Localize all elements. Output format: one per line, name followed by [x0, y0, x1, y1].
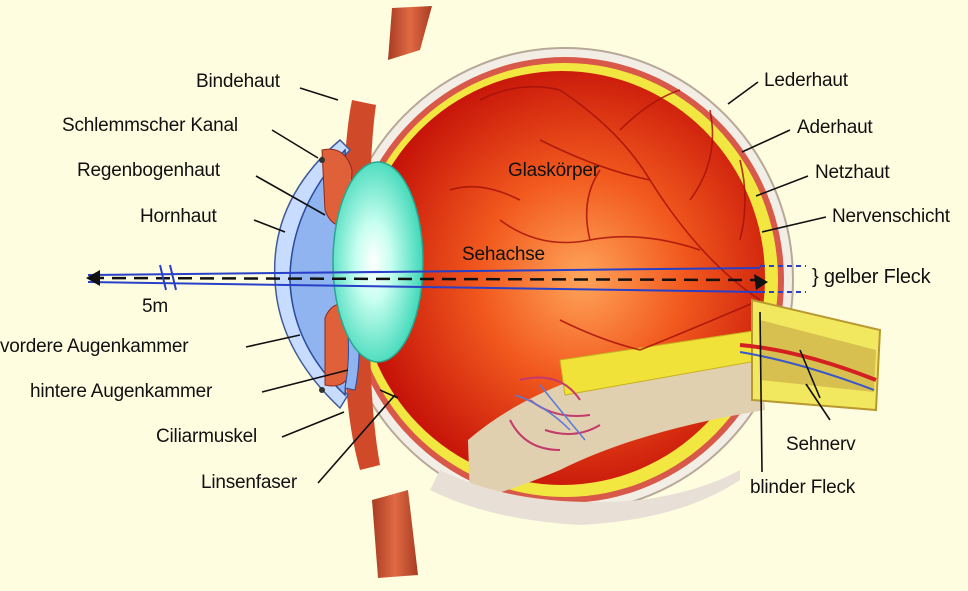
- lens: [333, 162, 423, 362]
- label-hintere-augenkammer: hintere Augenkammer: [30, 381, 212, 403]
- label-sehnerv: Sehnerv: [786, 434, 855, 456]
- label-netzhaut: Netzhaut: [815, 162, 889, 184]
- label-ciliarmuskel: Ciliarmuskel: [156, 426, 257, 448]
- label-gelber-fleck: } gelber Fleck: [812, 266, 930, 288]
- label-lederhaut: Lederhaut: [764, 70, 848, 92]
- lower-canal-dot: [319, 387, 325, 393]
- label-distance: 5m: [142, 296, 168, 318]
- label-sehachse: Sehachse: [462, 244, 545, 266]
- schlemm-canal-dot: [319, 157, 325, 163]
- label-glaskoerper: Glaskörper: [508, 160, 599, 182]
- label-schlemmscher-kanal: Schlemmscher Kanal: [62, 115, 238, 137]
- label-vordere-augenkammer: vordere Augenkammer: [0, 336, 188, 358]
- label-hornhaut: Hornhaut: [140, 206, 217, 228]
- label-regenbogenhaut: Regenbogenhaut: [77, 160, 220, 182]
- label-aderhaut: Aderhaut: [797, 117, 873, 139]
- label-linsenfaser: Linsenfaser: [201, 472, 297, 494]
- muscle-bottom: [372, 490, 418, 578]
- label-blinder-fleck: blinder Fleck: [750, 477, 855, 499]
- label-nervenschicht: Nervenschicht: [832, 206, 950, 228]
- label-bindehaut: Bindehaut: [196, 71, 280, 93]
- muscle-top: [388, 6, 432, 60]
- axis-arrow-left-icon: [86, 270, 100, 286]
